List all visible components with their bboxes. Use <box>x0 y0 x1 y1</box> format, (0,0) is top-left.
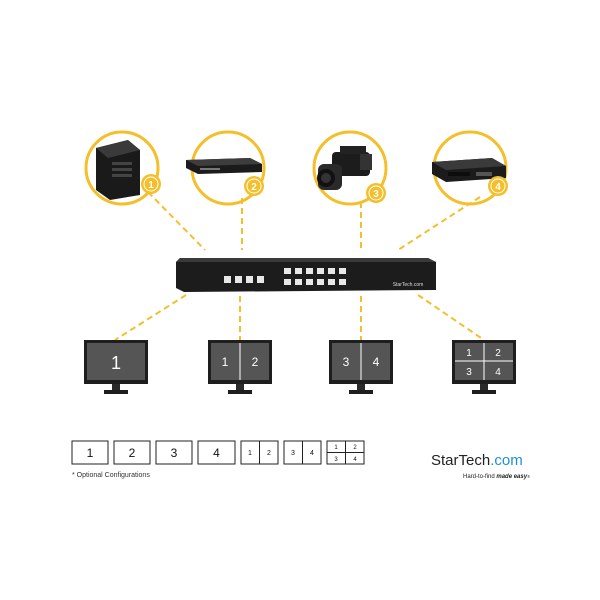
config-6-label-left: 3 <box>291 450 295 457</box>
optional-configurations-note: * Optional Configurations <box>72 472 150 479</box>
config-7-label-4: 4 <box>353 457 357 463</box>
svg-text:StarTech.com: StarTech.com <box>431 452 523 469</box>
config-4-label: 4 <box>213 446 220 460</box>
monitor-1: 1 <box>84 340 148 394</box>
config-7-label-2: 2 <box>353 445 357 451</box>
monitor-1-label: 1 <box>111 353 121 373</box>
monitor-4-label-2: 2 <box>495 348 501 359</box>
video-camera-icon <box>317 146 372 190</box>
connector-monitor-4 <box>417 294 485 341</box>
config-7-label-3: 3 <box>334 457 338 463</box>
brand-name-part2: .com <box>490 452 523 469</box>
svg-text:Hard-to-find made easy®: Hard-to-find made easy® <box>463 474 530 480</box>
connector-lines <box>114 191 485 341</box>
configuration-options <box>71 440 365 465</box>
source-badges: 1 2 3 4 <box>141 174 508 203</box>
monitor-2-label-left: 1 <box>222 355 229 369</box>
config-1-label: 1 <box>87 446 94 460</box>
brand-tagline-part2: made easy <box>496 474 527 480</box>
brand-name-part1: StarTech <box>431 452 490 469</box>
config-box-2 <box>113 440 151 465</box>
badge-number-1: 1 <box>148 180 154 191</box>
badge-number-3: 3 <box>373 189 379 200</box>
switch-brand-label: StarTech.com <box>393 282 424 288</box>
config-box-1 <box>71 440 109 465</box>
monitor-2-label-right: 2 <box>252 355 259 369</box>
multiviewer-switch-icon: StarTech.com <box>176 258 436 292</box>
brand-tagline-mark: ® <box>527 474 530 479</box>
switch-right-buttons <box>284 268 346 285</box>
connector-monitor-1 <box>114 294 187 341</box>
set-top-box-icon <box>432 158 506 182</box>
config-3-label: 3 <box>171 446 178 460</box>
config-5-label-left: 1 <box>248 450 252 457</box>
startech-logo: StarTech.com Hard-to-find made easy® <box>431 452 530 480</box>
monitor-3-label-right: 4 <box>373 355 380 369</box>
switch-left-buttons <box>224 276 264 283</box>
config-box-3 <box>155 440 193 465</box>
media-player-icon <box>186 158 262 174</box>
monitor-4-label-4: 4 <box>495 367 501 378</box>
monitor-4-label-3: 3 <box>466 367 472 378</box>
config-box-4 <box>197 440 236 465</box>
configuration-labels: 1 2 3 4 1 2 3 4 1 2 3 4 <box>87 445 358 463</box>
monitor-4-label-1: 1 <box>466 348 472 359</box>
connector-source-1 <box>147 191 206 251</box>
config-2-label: 2 <box>129 446 136 460</box>
badge-number-4: 4 <box>495 182 501 193</box>
monitor-3: 3 4 <box>329 340 393 394</box>
connector-source-4 <box>397 196 481 251</box>
brand-tagline-part1: Hard-to-find <box>463 474 496 480</box>
monitor-3-label-left: 3 <box>343 355 350 369</box>
monitor-2: 1 2 <box>208 340 272 394</box>
monitor-4: 1 2 3 4 <box>452 340 516 394</box>
badge-number-2: 2 <box>251 182 257 193</box>
config-5-label-right: 2 <box>267 450 271 457</box>
config-6-label-right: 4 <box>310 450 314 457</box>
config-7-label-1: 1 <box>334 445 338 451</box>
source-ring-1 <box>84 130 160 206</box>
source-ring-3 <box>312 130 388 206</box>
computer-tower-icon <box>96 140 140 200</box>
